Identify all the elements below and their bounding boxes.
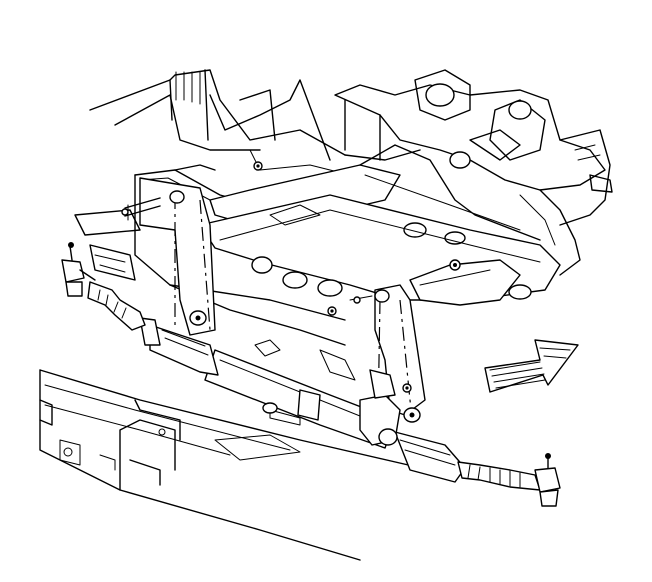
mounting-bolts (121, 161, 412, 393)
right-mount-bracket (409, 259, 521, 306)
left-tie-rod (61, 242, 146, 331)
frame-structure-right (334, 69, 613, 276)
left-mount-clamp (124, 177, 216, 336)
forward-direction-arrow (484, 339, 579, 393)
right-tie-rod (457, 453, 561, 507)
floor-panel (39, 369, 431, 561)
steering-gear (139, 317, 466, 483)
